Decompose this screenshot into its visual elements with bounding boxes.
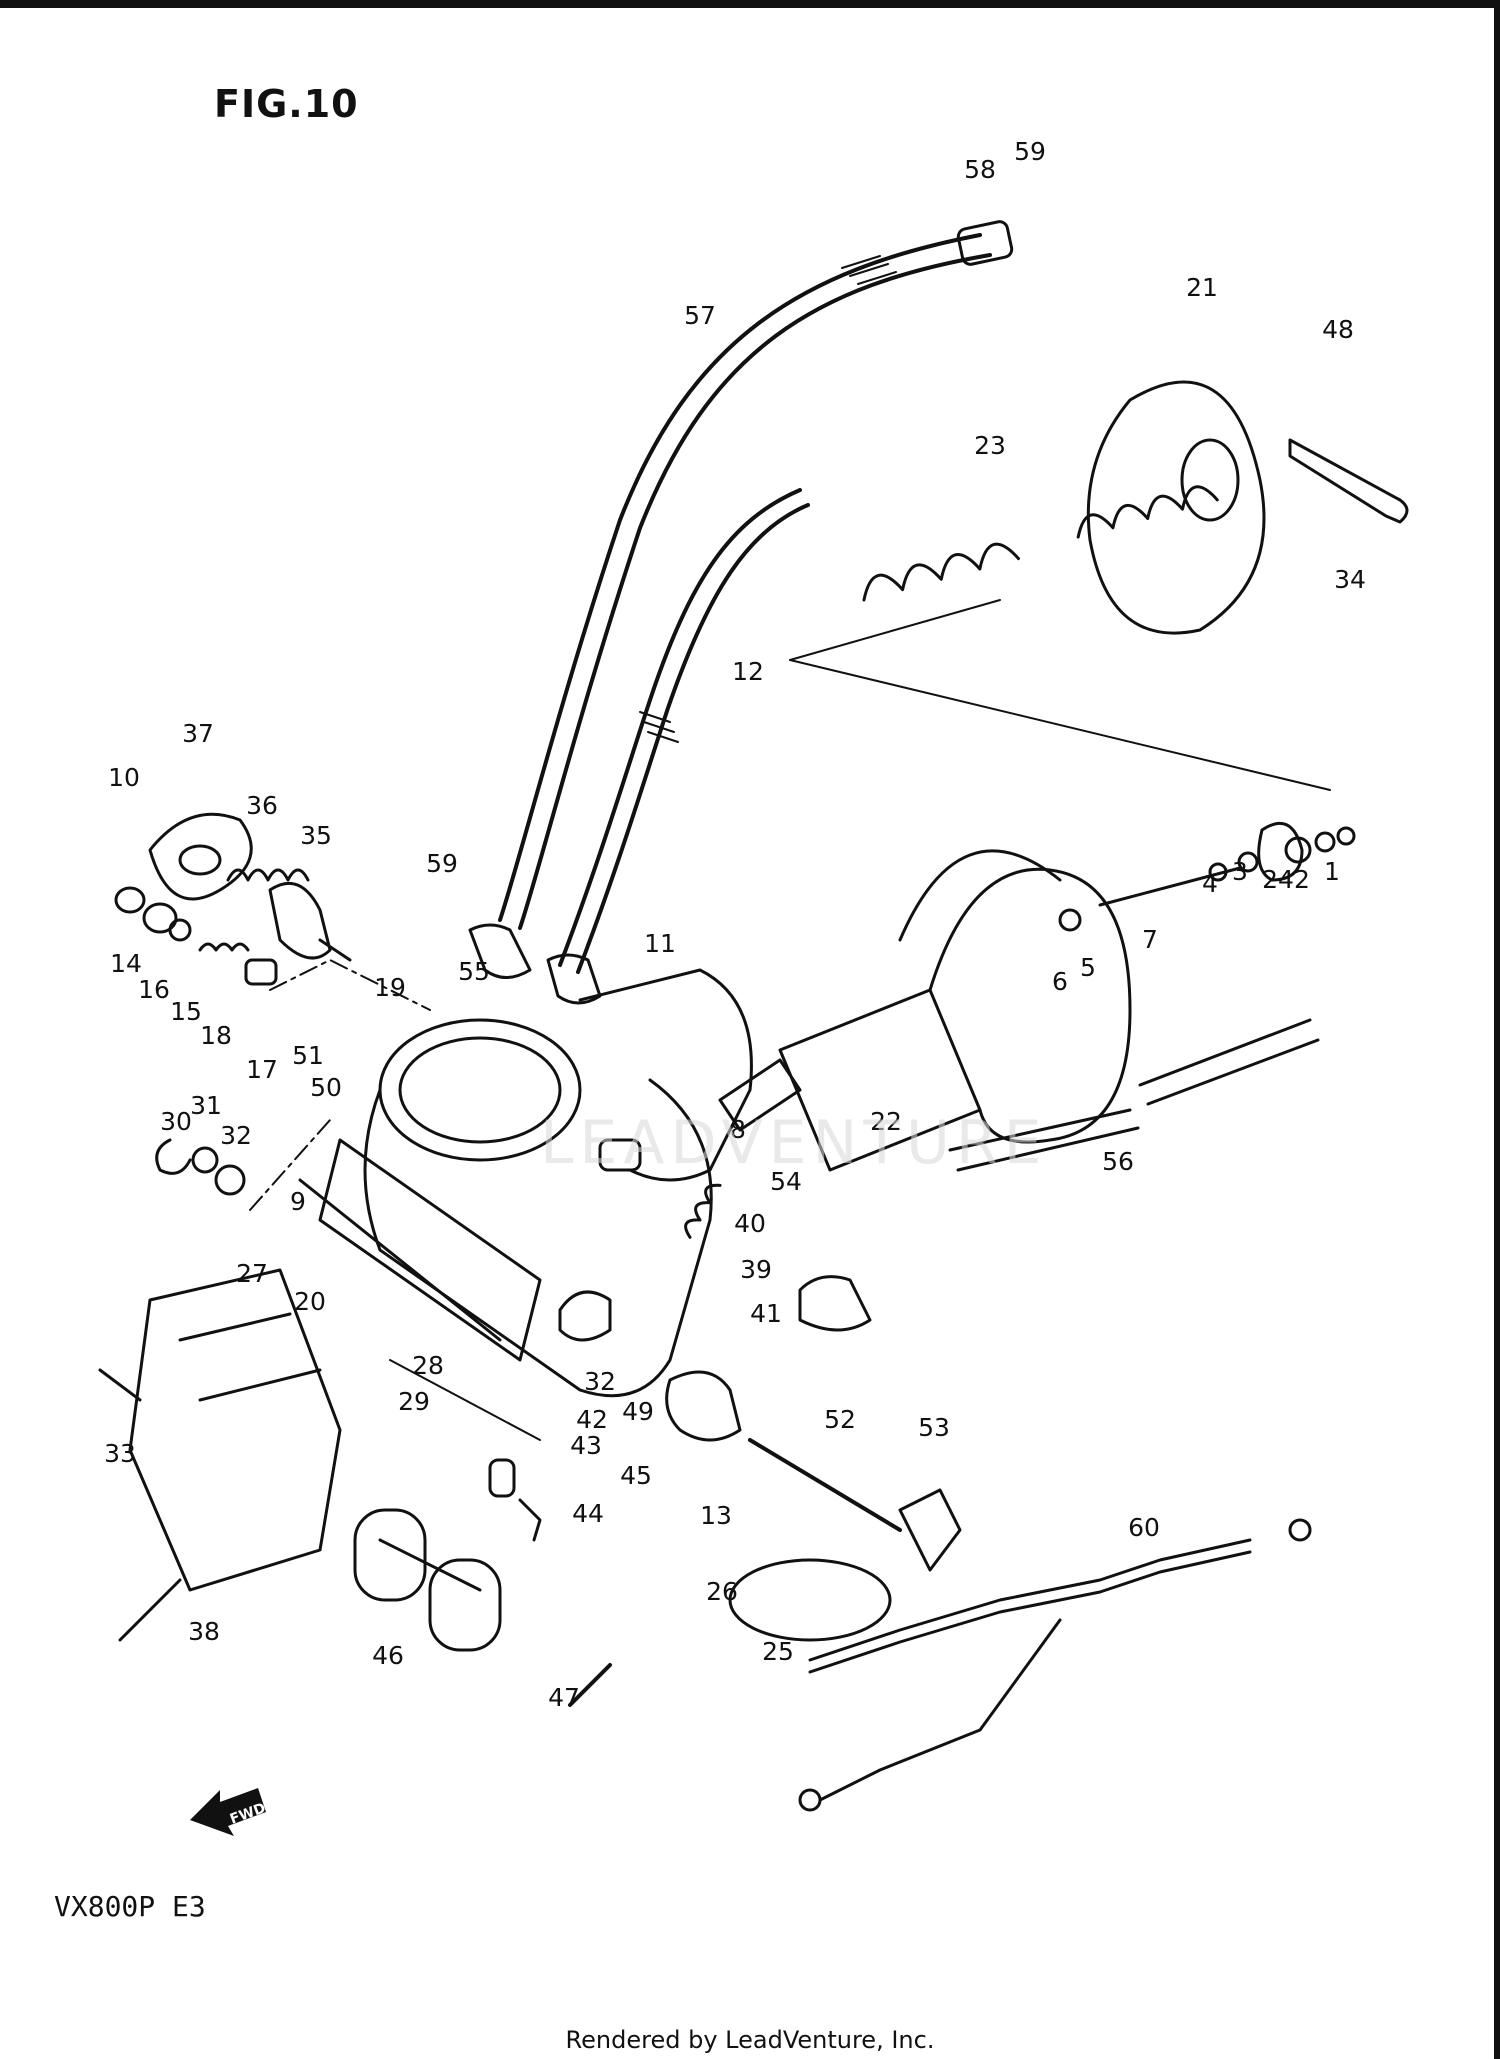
cable-60 <box>808 1538 1252 1674</box>
callout-7: 7 <box>1142 925 1158 954</box>
callout-19: 19 <box>374 973 406 1002</box>
callout-50: 50 <box>310 1073 342 1102</box>
callout-44: 44 <box>572 1499 604 1528</box>
callout-55: 55 <box>458 957 490 986</box>
callout-41: 41 <box>750 1299 782 1328</box>
cap-37 <box>148 812 253 901</box>
callout-13: 13 <box>700 1501 732 1530</box>
callout-58: 58 <box>964 155 996 184</box>
callout-39: 39 <box>740 1255 772 1284</box>
callout-48: 48 <box>1322 315 1354 344</box>
callout-57: 57 <box>684 301 716 330</box>
figure-title: FIG.10 <box>214 82 359 126</box>
watermark: LEADVENTURE <box>540 1108 1048 1178</box>
throttle-shaft-52 <box>748 1438 902 1532</box>
callout-40: 40 <box>734 1209 766 1238</box>
callout-15: 15 <box>170 997 202 1026</box>
callout-6: 6 <box>1052 967 1068 996</box>
callout-8: 8 <box>730 1115 746 1144</box>
float-46 <box>353 1508 427 1602</box>
callout-51: 51 <box>292 1041 324 1070</box>
callout-23: 23 <box>974 431 1006 460</box>
callout-34: 34 <box>1334 565 1366 594</box>
callout-1: 1 <box>1324 857 1340 886</box>
callout-5: 5 <box>1080 953 1096 982</box>
callout-27: 27 <box>236 1259 268 1288</box>
callout-53: 53 <box>918 1413 950 1442</box>
callout-46: 46 <box>372 1641 404 1670</box>
spring-13 <box>665 1370 742 1442</box>
callout-31: 31 <box>190 1091 222 1120</box>
callout-59: 59 <box>1014 137 1046 166</box>
callout-22: 22 <box>870 1107 902 1136</box>
callout-60: 60 <box>1128 1513 1160 1542</box>
callout-2: 2 <box>1294 865 1310 894</box>
callout-59: 59 <box>426 849 458 878</box>
callout-32: 32 <box>584 1367 616 1396</box>
callout-3: 3 <box>1232 857 1248 886</box>
callout-30: 30 <box>160 1107 192 1136</box>
callout-10: 10 <box>108 763 140 792</box>
callout-21: 21 <box>1186 273 1218 302</box>
callout-42: 42 <box>576 1405 608 1434</box>
hose-12 <box>558 488 802 967</box>
callout-18: 18 <box>200 1021 232 1050</box>
float-bowl-27 <box>128 1268 342 1592</box>
callout-labels: 1234567891011121314151617181920212223242… <box>104 137 1366 1712</box>
callout-9: 9 <box>290 1187 306 1216</box>
fwd-arrow-icon: FWD <box>190 1788 268 1836</box>
plate-26 <box>728 1558 892 1642</box>
render-credit: Rendered by LeadVenture, Inc. <box>565 2026 935 2054</box>
callout-32: 32 <box>220 1121 252 1150</box>
callout-16: 16 <box>138 975 170 1004</box>
callout-49: 49 <box>622 1397 654 1426</box>
cover-21 <box>1086 380 1266 635</box>
callout-24: 24 <box>1262 865 1294 894</box>
callout-29: 29 <box>398 1387 430 1416</box>
callout-35: 35 <box>300 821 332 850</box>
model-code: VX800P E3 <box>54 1890 206 1923</box>
spring-23 <box>862 485 1219 602</box>
callout-12: 12 <box>732 657 764 686</box>
callout-37: 37 <box>182 719 214 748</box>
bracket-34 <box>1288 438 1409 524</box>
carburetor-body <box>298 968 753 1398</box>
callout-38: 38 <box>188 1617 220 1646</box>
callout-33: 33 <box>104 1439 136 1468</box>
callout-4: 4 <box>1202 869 1218 898</box>
callout-36: 36 <box>246 791 278 820</box>
callout-28: 28 <box>412 1351 444 1380</box>
callout-14: 14 <box>110 949 142 978</box>
callout-17: 17 <box>246 1055 278 1084</box>
tube-56 <box>948 1108 1140 1172</box>
callout-47: 47 <box>548 1683 580 1712</box>
callout-52: 52 <box>824 1405 856 1434</box>
callout-25: 25 <box>762 1637 794 1666</box>
callout-45: 45 <box>620 1461 652 1490</box>
callout-11: 11 <box>644 929 676 958</box>
callout-54: 54 <box>770 1167 802 1196</box>
hose-57 <box>498 233 982 922</box>
callout-26: 26 <box>706 1577 738 1606</box>
callout-20: 20 <box>294 1287 326 1316</box>
callout-43: 43 <box>570 1431 602 1460</box>
callout-56: 56 <box>1102 1147 1134 1176</box>
